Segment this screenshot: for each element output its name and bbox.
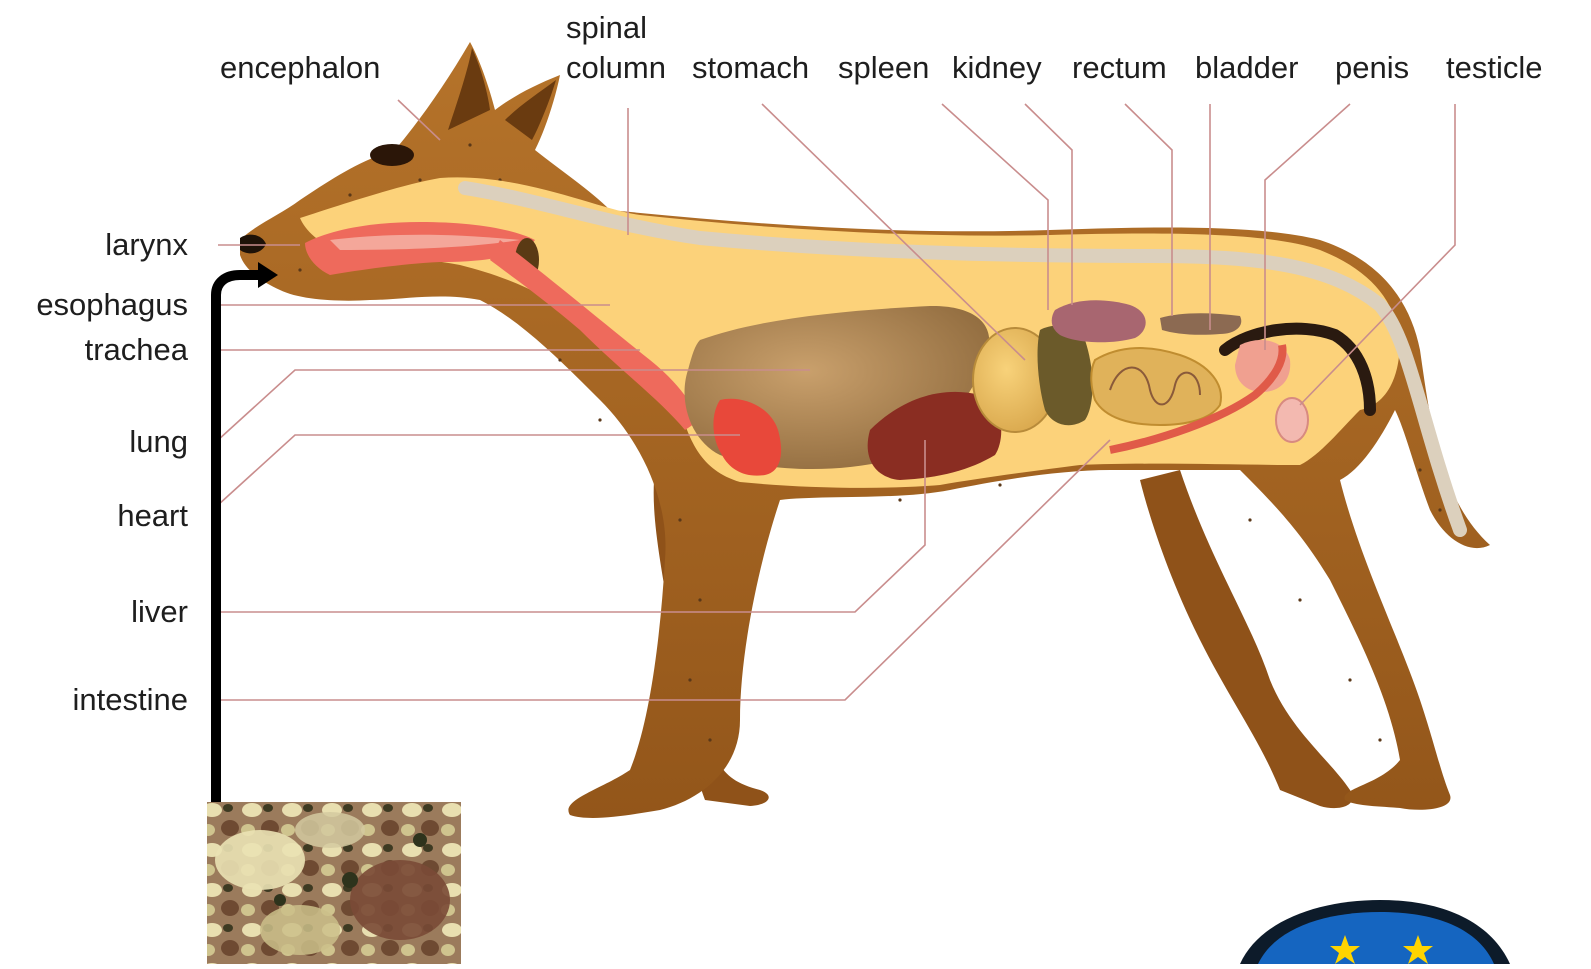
label-esophagus: esophagus (36, 287, 188, 322)
label-bladder: bladder (1195, 50, 1298, 85)
testicle-organ (1276, 398, 1308, 442)
label-encephalon: encephalon (220, 50, 380, 85)
label-spinal: spinal (566, 10, 647, 45)
label-spleen: spleen (838, 50, 929, 85)
food-sample-photo (207, 802, 461, 964)
emblem-badge-icon (1240, 900, 1510, 964)
rectum-organ (1160, 313, 1241, 335)
label-heart: heart (117, 498, 188, 533)
dog-eye (370, 144, 414, 166)
label-trachea: trachea (85, 332, 189, 367)
label-rectum: rectum (1072, 50, 1167, 85)
label-kidney: kidney (952, 50, 1042, 85)
label-lung: lung (129, 424, 188, 459)
label-liver: liver (131, 594, 188, 629)
label-intestine: intestine (73, 682, 188, 717)
kidney-pink-organ (1052, 300, 1146, 342)
label-larynx: larynx (105, 227, 188, 262)
feeding-arrow-icon (216, 262, 278, 805)
label-column: column (566, 50, 666, 85)
label-penis: penis (1335, 50, 1409, 85)
label-stomach: stomach (692, 50, 809, 85)
label-testicle: testicle (1446, 50, 1542, 85)
